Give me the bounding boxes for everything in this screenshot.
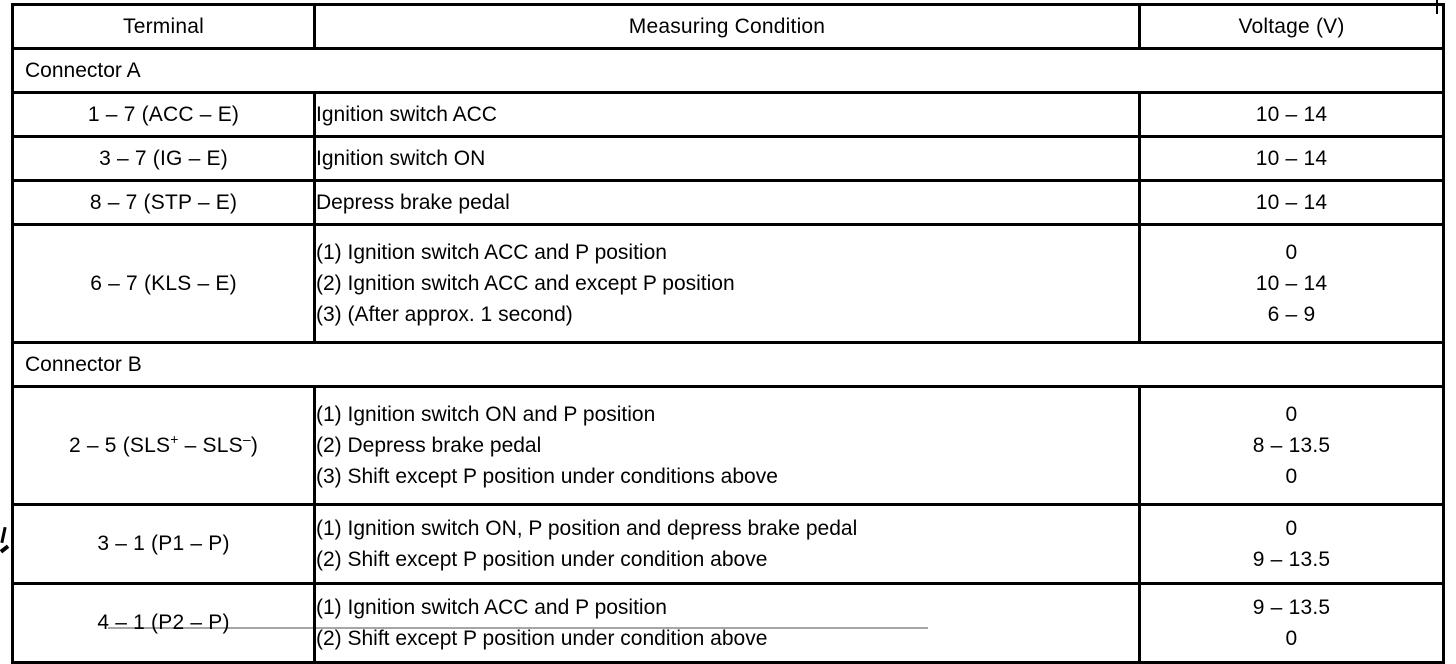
condition-stack: (1) Ignition switch ACC and P position (… — [316, 237, 1138, 330]
terminal-mid: – SLS — [178, 433, 243, 457]
voltage-line: 9 – 13.5 — [1252, 548, 1331, 571]
table-row: 3 – 7 (IG – E) Ignition switch ON 10 – 1… — [11, 135, 1445, 182]
cell-voltage: 9 – 13.5 0 — [1138, 582, 1445, 664]
cell-measuring-condition: (1) Ignition switch ACC and P position (… — [313, 223, 1141, 344]
cell-measuring-condition: Depress brake pedal — [313, 179, 1141, 226]
cell-measuring-condition: (1) Ignition switch ON and P position (2… — [313, 385, 1141, 506]
cell-terminal: 3 – 1 (P1 – P) — [11, 503, 316, 585]
terminal-suffix: ) — [250, 433, 259, 457]
voltage-line: 10 – 14 — [1255, 272, 1328, 295]
voltage-stack: 0 9 – 13.5 — [1141, 513, 1442, 575]
condition-line: Ignition switch ON — [316, 147, 486, 170]
column-header-voltage: Voltage (V) — [1138, 3, 1445, 50]
voltage-line: 10 – 14 — [1255, 103, 1328, 126]
table-row: 8 – 7 (STP – E) Depress brake pedal 10 –… — [11, 179, 1445, 226]
table-row: 1 – 7 (ACC – E) Ignition switch ACC 10 –… — [11, 91, 1445, 138]
table-row: 2 – 5 (SLS+ – SLS–) (1) Ignition switch … — [11, 385, 1445, 506]
terminal-prefix: 2 – 5 (SLS — [68, 433, 171, 457]
terminal-superscript-minus: – — [242, 430, 251, 447]
cell-measuring-condition: (1) Ignition switch ON, P position and d… — [313, 503, 1141, 585]
table-header-row: Terminal Measuring Condition Voltage (V) — [11, 3, 1445, 50]
voltage-line: 0 — [1285, 241, 1298, 264]
scan-artifact-corner — [1436, 0, 1438, 14]
column-header-terminal: Terminal — [11, 3, 316, 50]
cell-measuring-condition: Ignition switch ON — [313, 135, 1141, 182]
table-row: 6 – 7 (KLS – E) (1) Ignition switch ACC … — [11, 223, 1445, 344]
cell-measuring-condition: Ignition switch ACC — [313, 91, 1141, 138]
table-row: 3 – 1 (P1 – P) (1) Ignition switch ON, P… — [11, 503, 1445, 585]
cell-voltage: 10 – 14 — [1138, 91, 1445, 138]
voltage-line: 0 — [1285, 627, 1298, 650]
voltage-stack: 0 10 – 14 6 – 9 — [1141, 237, 1442, 330]
voltage-stack: 9 – 13.5 0 — [1141, 592, 1442, 654]
condition-line: Depress brake pedal — [316, 191, 510, 214]
condition-line: (1) Ignition switch ACC and P position — [316, 596, 667, 619]
voltage-line: 9 – 13.5 — [1252, 596, 1331, 619]
cell-voltage: 10 – 14 — [1138, 179, 1445, 226]
cell-terminal: 2 – 5 (SLS+ – SLS–) — [11, 385, 316, 506]
condition-line: (3) Shift except P position under condit… — [316, 465, 778, 488]
column-header-measuring-condition: Measuring Condition — [313, 3, 1141, 50]
cell-terminal: 8 – 7 (STP – E) — [11, 179, 316, 226]
condition-line: (1) Ignition switch ON, P position and d… — [316, 517, 858, 540]
cell-terminal: 4 – 1 (P2 – P) — [11, 582, 316, 664]
section-banner-label-a: Connector A — [11, 47, 1445, 94]
scan-artifact-mark — [0, 544, 10, 554]
cell-voltage: 0 10 – 14 6 – 9 — [1138, 223, 1445, 344]
voltage-line: 0 — [1285, 403, 1298, 426]
section-banner-connector-b: Connector B — [11, 341, 1445, 388]
section-banner-connector-a: Connector A — [11, 47, 1445, 94]
section-banner-label-b: Connector B — [11, 341, 1445, 388]
condition-line: (1) Ignition switch ACC and P position — [316, 241, 667, 264]
voltage-line: 10 – 14 — [1255, 191, 1328, 214]
cell-terminal: 1 – 7 (ACC – E) — [11, 91, 316, 138]
voltage-line: 8 – 13.5 — [1252, 434, 1331, 457]
cell-voltage: 0 9 – 13.5 — [1138, 503, 1445, 585]
condition-line: (2) Depress brake pedal — [316, 434, 542, 457]
condition-line: (2) Shift except P position under condit… — [316, 548, 768, 571]
cell-voltage: 10 – 14 — [1138, 135, 1445, 182]
voltage-line: 0 — [1285, 517, 1298, 540]
voltage-stack: 0 8 – 13.5 0 — [1141, 399, 1442, 492]
cell-terminal: 6 – 7 (KLS – E) — [11, 223, 316, 344]
condition-line: Ignition switch ACC — [316, 103, 497, 126]
condition-stack: (1) Ignition switch ON and P position (2… — [316, 399, 1138, 492]
condition-line: (3) (After approx. 1 second) — [316, 303, 573, 326]
scan-artifact-baseline — [108, 627, 928, 629]
scan-artifact-edge — [0, 526, 7, 544]
cell-measuring-condition: (1) Ignition switch ACC and P position (… — [313, 582, 1141, 664]
condition-stack: (1) Ignition switch ON, P position and d… — [316, 513, 1138, 575]
condition-stack: (1) Ignition switch ACC and P position (… — [316, 592, 1138, 654]
voltage-line: 0 — [1285, 465, 1298, 488]
voltage-specification-table: Terminal Measuring Condition Voltage (V)… — [11, 3, 1445, 664]
table-row: 4 – 1 (P2 – P) (1) Ignition switch ACC a… — [11, 582, 1445, 664]
condition-line: (2) Ignition switch ACC and except P pos… — [316, 272, 735, 295]
cell-voltage: 0 8 – 13.5 0 — [1138, 385, 1445, 506]
terminal-superscript-plus: + — [170, 430, 179, 447]
condition-line: (1) Ignition switch ON and P position — [316, 403, 656, 426]
cell-terminal: 3 – 7 (IG – E) — [11, 135, 316, 182]
voltage-line: 10 – 14 — [1255, 147, 1328, 170]
voltage-line: 6 – 9 — [1267, 303, 1316, 326]
